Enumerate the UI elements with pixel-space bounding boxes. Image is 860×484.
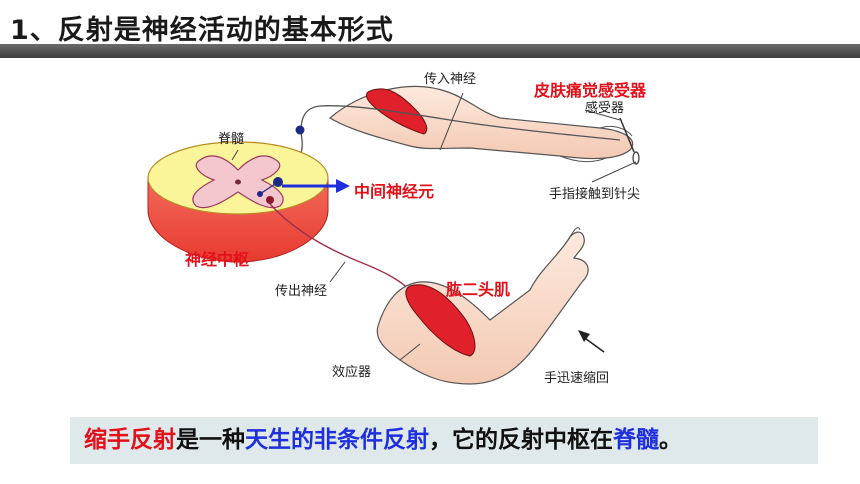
afferent-nerve-line [279,105,621,179]
summary-text-2: ，它的反射中枢在 [429,427,613,453]
summary-reflex-type: 天生的非条件反射 [245,427,429,453]
spinal-cord-pointer [231,149,239,161]
needle-icon [619,117,640,165]
efferent-pointer [329,261,346,283]
summary-period: 。 [659,427,682,453]
ganglion-dot [295,125,305,135]
label-afferent-nerve: 传入神经 [424,72,477,87]
label-biceps: 肱二头肌 [446,280,511,299]
label-spinal-cord: 脊髓 [218,132,245,147]
afferent-pointer [439,92,464,151]
lower-arm [376,227,589,385]
label-effector: 效应器 [332,365,372,380]
finger-pointer [591,161,637,183]
biceps-muscle [405,284,476,357]
summary-box: 缩手反射是一种天生的非条件反射，它的反射中枢在脊髓。 [70,417,818,464]
summary-text-1: 是一种 [176,427,245,453]
label-finger-touch: 手指接触到针尖 [549,187,641,202]
summary-center: 脊髓 [613,427,659,453]
summary-reflex-name: 缩手反射 [84,427,176,453]
label-receptor: 感受器 [585,101,625,116]
label-efferent-nerve: 传出神经 [275,284,328,299]
label-hand-retract: 手迅速缩回 [544,371,610,386]
effector-pointer [399,343,421,361]
label-skin-receptor: 皮肤痛觉感受器 [534,81,647,100]
efferent-nerve-line [269,203,413,293]
title-underline-bar [0,44,860,58]
receptor-pointer [584,109,621,121]
label-nerve-center: 神经中枢 [185,250,250,269]
retract-arrow-icon [578,330,605,353]
label-interneuron: 中间神经元 [354,182,435,201]
page-title: 1、反射是神经活动的基本形式 [10,15,394,46]
interneuron-arrow [282,179,350,193]
spinal-cord-section [147,141,329,263]
